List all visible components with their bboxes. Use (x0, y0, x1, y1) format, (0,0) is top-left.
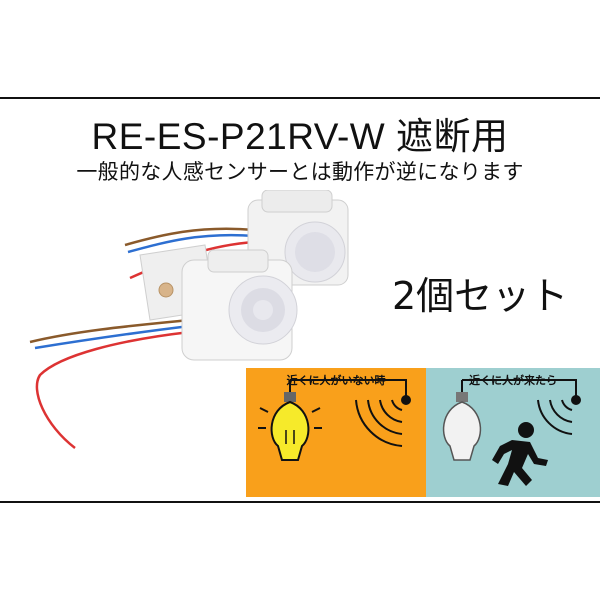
panel-no-person: 近くに人がいない時 (246, 368, 426, 497)
motion-sensor-pair-image (29, 190, 349, 449)
panel-person-nearby: 近くに人が来たら (426, 368, 600, 497)
running-person-icon (492, 422, 548, 486)
banner-frame (0, 97, 600, 503)
unlit-bulb-icon (442, 379, 581, 486)
lit-bulb-icon (258, 379, 411, 461)
set-count-label: 2個セット (392, 274, 569, 318)
product-subtitle: 一般的な人感センサーとは動作が逆になります (76, 160, 524, 184)
sensor-wave-icon (537, 395, 581, 435)
product-title: RE-ES-P21RV-W 遮断用 (91, 116, 509, 157)
sensor-wave-icon (355, 395, 411, 447)
